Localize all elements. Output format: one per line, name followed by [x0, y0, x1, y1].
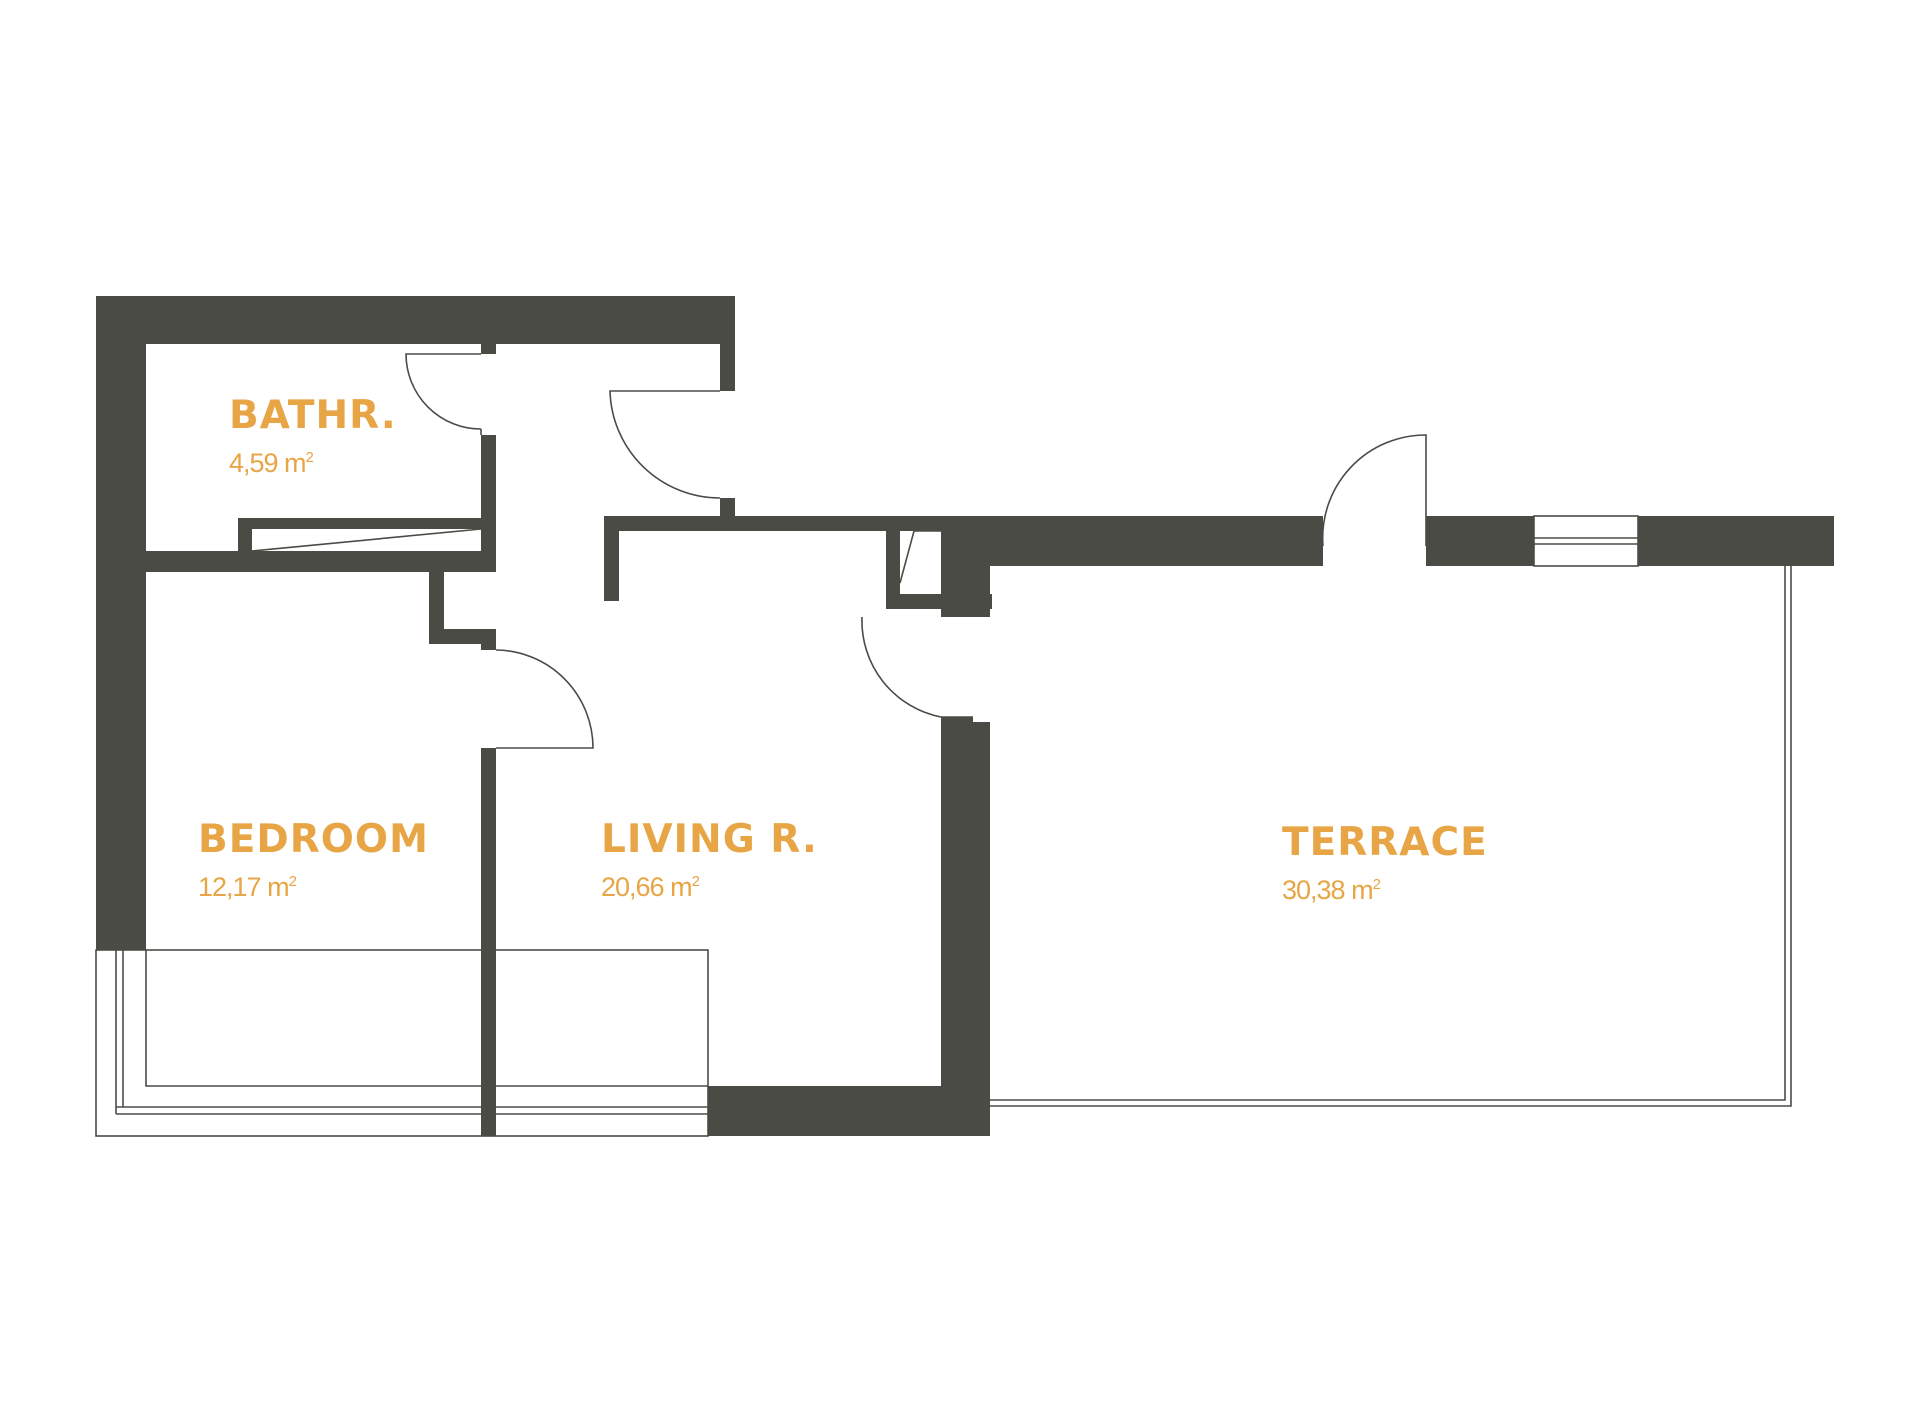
room-area-unit-sup: 2: [306, 449, 314, 466]
wall-bath-bedroom: [146, 551, 496, 572]
windows: [95, 515, 1792, 1137]
wall-living-east: [941, 722, 990, 1136]
room-area-terrace: 30,38 m2: [1282, 875, 1381, 905]
wall-living-door-jamb: [941, 717, 973, 725]
wall-bath-hall: [481, 435, 496, 572]
room-area-unit-sup: 2: [1373, 876, 1381, 893]
wall-terrace-top-3: [1638, 516, 1834, 566]
door-storage: [899, 530, 941, 584]
room-area-value: 20,66 m: [601, 872, 692, 902]
terrace-railing-inner: [990, 566, 1792, 1107]
door-bedroom: [495, 649, 594, 749]
wall-bedroom-hall-base: [429, 629, 496, 644]
wall-hall-left-stub: [604, 516, 619, 601]
wall-top-right-stub: [720, 296, 735, 391]
room-name-living-room: LIVING R.: [601, 817, 818, 862]
room-labels: BATHR. 4,59 m2 BEDROOM 12,17 m2 LIVING R…: [198, 393, 1488, 905]
walls: [96, 296, 1834, 1136]
unit-slope: [251, 528, 482, 552]
wall-left: [96, 296, 146, 950]
room-area-value: 30,38 m: [1282, 875, 1373, 905]
wall-storage-left: [886, 516, 900, 609]
wall-terrace-top-1: [941, 516, 1323, 566]
wall-bedroom-hall-stub: [429, 572, 444, 644]
window-terrace-frame: [1533, 515, 1639, 567]
room-name-bedroom: BEDROOM: [198, 817, 429, 862]
wall-bottom-right: [708, 1086, 990, 1136]
wall-terrace-top-2: [1426, 516, 1534, 566]
room-area-bathroom: 4,59 m2: [229, 448, 314, 478]
wall-hall-top: [604, 516, 992, 531]
room-area-living-room: 20,66 m2: [601, 872, 700, 902]
room-name-terrace: TERRACE: [1282, 820, 1488, 865]
wall-bedroom-door-jamb-top: [481, 629, 496, 650]
room-area-value: 12,17 m: [198, 872, 289, 902]
room-area-unit-sup: 2: [692, 873, 700, 890]
doors: [251, 353, 1427, 749]
door-living: [861, 616, 973, 718]
door-terrace: [1321, 434, 1427, 547]
wall-bedroom-living: [481, 748, 496, 1136]
wall-unit-left: [238, 518, 252, 572]
window-mullion: [481, 1086, 496, 1136]
window-bottom-frame: [95, 949, 709, 1137]
door-bathroom: [405, 353, 482, 430]
terrace-railing: [990, 566, 1786, 1101]
wall-unit-frame: [238, 518, 496, 529]
door-entry: [609, 390, 721, 499]
room-name-bathroom: BATHR.: [229, 393, 397, 438]
window-bottom-inner: [145, 950, 708, 1087]
room-area-bedroom: 12,17 m2: [198, 872, 297, 902]
wall-bath-stub-top: [481, 340, 496, 354]
wall-hall-door-jamb: [720, 498, 735, 516]
room-area-value: 4,59 m: [229, 448, 306, 478]
room-area-unit-sup: 2: [289, 873, 297, 890]
wall-top: [96, 296, 735, 344]
